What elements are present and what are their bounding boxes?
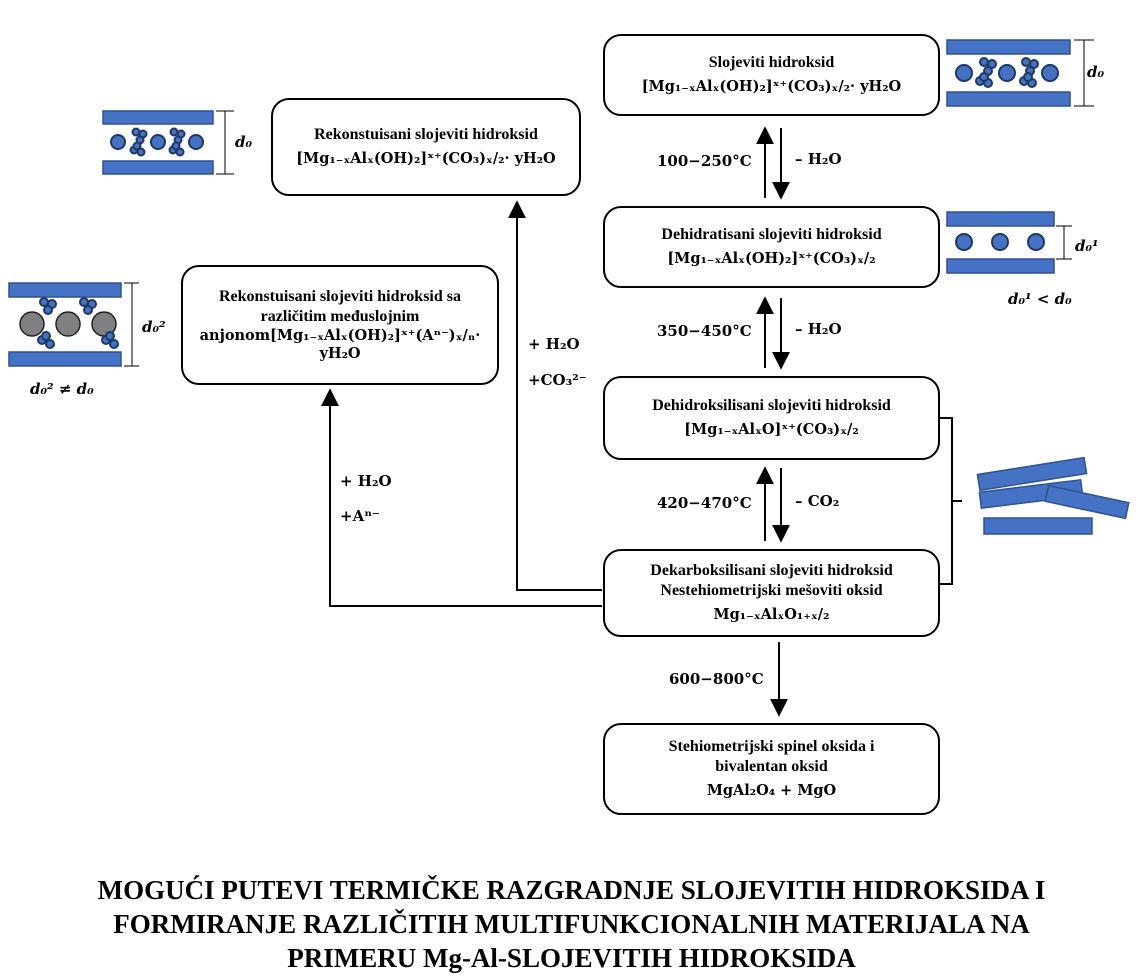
node-spinel-oxide: Stehiometrijski spinel oksida i bivalent… xyxy=(603,723,940,815)
d01-label-dehydrated: d₀¹ xyxy=(1075,237,1099,255)
anion-exchanged-structure-icon xyxy=(8,282,139,367)
anion-exchange-label: +Aⁿ⁻ xyxy=(340,507,380,525)
d0-label-reconstructed: d₀ xyxy=(235,133,253,151)
temp-label-step4: 600−800°C xyxy=(669,670,764,688)
memory-effect-path xyxy=(508,200,602,591)
caption-line-3: PRIMERU Mg-Al-SLOJEVITIH HIDROKSIDA xyxy=(287,943,856,973)
temp-label-step1: 100−250°C xyxy=(657,152,752,170)
node-dehydroxylated-hydroxide: Dehidroksilisani slojeviti hidroksid [Mg… xyxy=(603,376,940,460)
node-formula: MgAl₂O₄ + MgO xyxy=(706,782,837,800)
node-decarboxylated-mixed-oxide: Dekarboksilisani slojeviti hidroksid Nes… xyxy=(603,549,940,637)
node-title: Stehiometrijski spinel oksida i xyxy=(668,738,875,756)
mixed-oxide-bracket xyxy=(940,417,962,585)
caption-line-2: FORMIRANJE RAZLIČITIH MULTIFUNKCIONALNIH… xyxy=(113,909,1030,939)
d02-not-equal-d0-note: d₀² ≠ d₀ xyxy=(30,380,94,398)
node-formula-tail: yH₂O xyxy=(319,345,361,362)
temp-label-step2: 350−450°C xyxy=(657,322,752,340)
node-subtitle: bivalentan oksid xyxy=(715,758,828,776)
node-formula: Mg₁₋ₓAlₓO₁₊ₓ/₂ xyxy=(713,606,830,624)
node-dehydrated-hydroxide: Dehidratisani slojeviti hidroksid [Mg₁₋ₓ… xyxy=(603,206,940,288)
node-subtitle: različitim međuslojnim xyxy=(260,307,420,325)
temp-label-step3: 420−470°C xyxy=(657,494,752,512)
caption-line-1: MOGUĆI PUTEVI TERMIČKE RAZGRADNJE SLOJEV… xyxy=(97,875,1046,905)
node-formula: [Mg₁₋ₓAlₓO]ˣ⁺(CO₃)ₓ/₂ xyxy=(684,421,859,439)
collapsed-oxide-slabs-icon xyxy=(976,456,1130,535)
node-title: Dehidratisani slojeviti hidroksid xyxy=(661,226,882,244)
dehydrated-structure-icon xyxy=(946,211,1072,274)
reconstructed-structure-icon xyxy=(102,110,234,175)
node-formula: [Mg₁₋ₓAlₓ(OH)₂]ˣ⁺(CO₃)ₓ/₂· yH₂O xyxy=(296,150,556,168)
node-title: Rekonstuisani slojeviti hidroksid xyxy=(314,126,538,144)
d01-less-than-d0-note: d₀¹ < d₀ xyxy=(1008,290,1072,308)
d0-label-original: d₀ xyxy=(1087,63,1105,81)
node-reconstructed-anion-hydroxide: Rekonstuisani slojeviti hidroksid sa raz… xyxy=(181,265,499,385)
anion-water-label: + H₂O xyxy=(340,472,392,490)
loss-label-step1: – H₂O xyxy=(795,150,842,168)
node-layered-hydroxide: Slojeviti hidroksid [Mg₁₋ₓAlₓ(OH)₂]ˣ⁺(CO… xyxy=(603,34,940,116)
node-subtitle: Nestehiometrijski mešoviti oksid xyxy=(660,582,883,600)
loss-label-step2: – H₂O xyxy=(795,320,842,338)
node-formula: [Mg₁₋ₓAlₓ(OH)₂]ˣ⁺(CO₃)ₓ/₂ xyxy=(667,250,876,268)
anion-exchange-path xyxy=(321,388,602,607)
rehydrate-carbonate-label: +CO₃²⁻ xyxy=(528,371,587,389)
node-title: Dekarboksilisani slojeviti hidroksid xyxy=(650,562,893,580)
d02-label-anion: d₀² xyxy=(142,318,166,336)
node-reconstructed-hydroxide: Rekonstuisani slojeviti hidroksid [Mg₁₋ₓ… xyxy=(271,98,581,196)
figure-caption: MOGUĆI PUTEVI TERMIČKE RAZGRADNJE SLOJEV… xyxy=(0,873,1143,975)
node-formula: anjonom[Mg₁₋ₓAlₓ(OH)₂]ˣ⁺(Aⁿ⁻)ₓ/ₙ· xyxy=(199,326,481,344)
loss-label-step3: – CO₂ xyxy=(795,492,840,510)
rehydrate-water-label: + H₂O xyxy=(528,335,580,353)
node-title: Slojeviti hidroksid xyxy=(708,54,835,72)
node-formula: [Mg₁₋ₓAlₓ(OH)₂]ˣ⁺(CO₃)ₓ/₂· yH₂O xyxy=(641,78,902,96)
node-title: Rekonstuisani slojeviti hidroksid sa xyxy=(219,287,461,305)
node-title: Dehidroksilisani slojeviti hidroksid xyxy=(652,397,891,415)
layered-structure-icon xyxy=(946,39,1094,107)
